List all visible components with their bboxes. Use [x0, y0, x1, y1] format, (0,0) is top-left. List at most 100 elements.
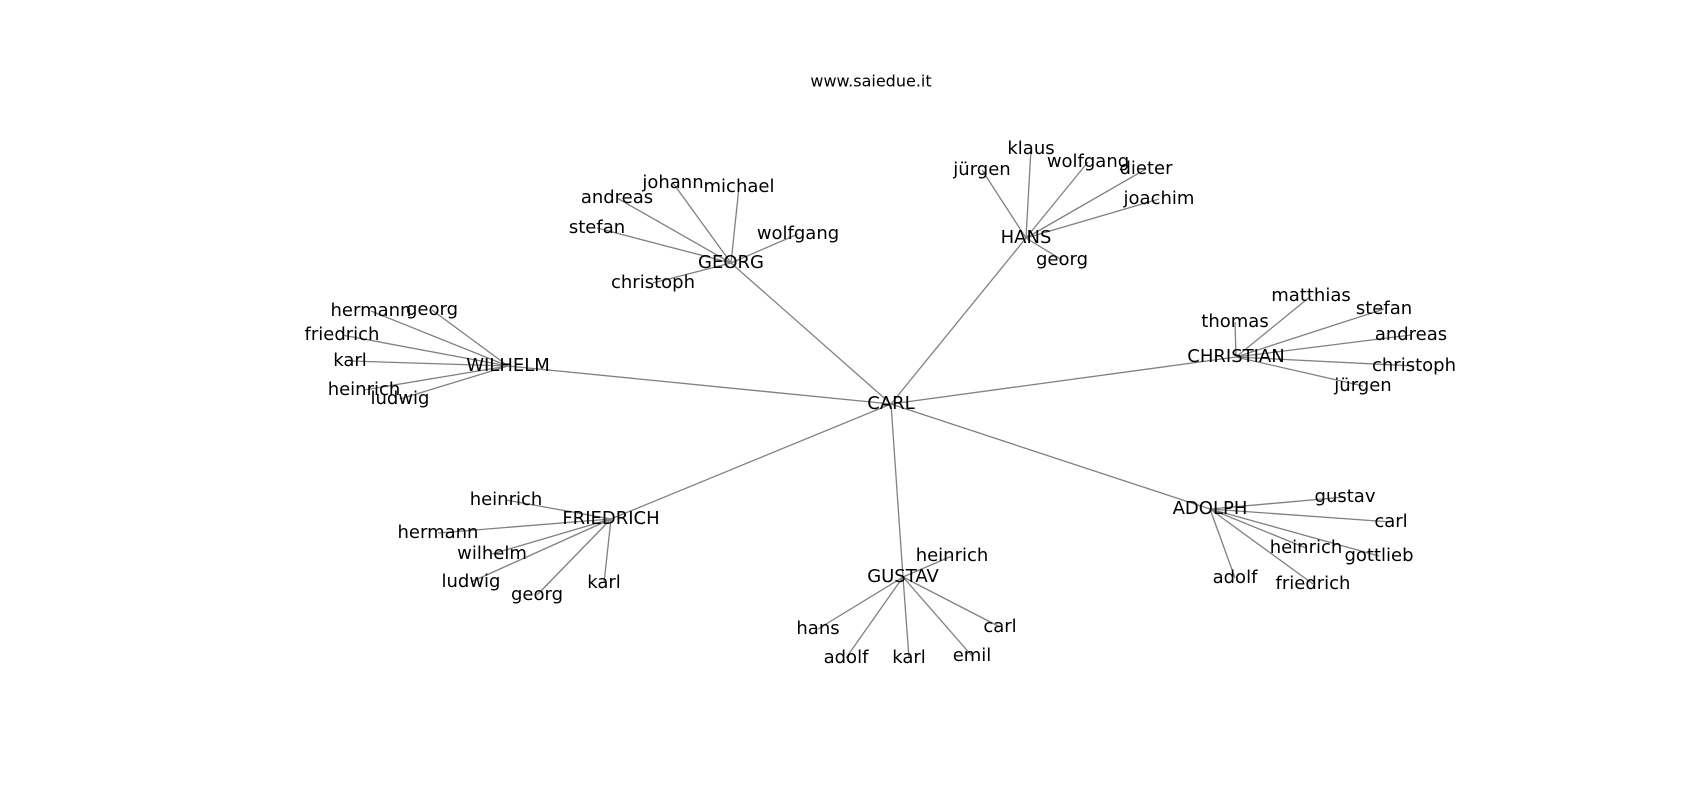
edge-root-georg	[730, 262, 892, 405]
edge-gustav-heinrich	[902, 555, 953, 578]
edge-friedrich-heinrich	[505, 499, 612, 520]
edge-gustav-emil	[902, 576, 973, 657]
leaf-node-label: stefan	[569, 217, 625, 238]
leaf-node-label: joachim	[1123, 188, 1195, 209]
edge-hans-georg	[1025, 237, 1063, 261]
edge-wilhelm-georg	[431, 309, 509, 367]
leaf-node-label: heinrich	[916, 545, 989, 566]
edge-friedrich-georg	[536, 518, 612, 596]
leaf-node-label: hans	[796, 618, 839, 639]
leaf-node-label: andreas	[581, 187, 653, 208]
leaf-node-label: christoph	[1372, 355, 1456, 376]
leaf-node-label: hermann	[331, 300, 412, 321]
edge-friedrich-ludwig	[470, 518, 612, 583]
edge-christian-christoph	[1235, 356, 1415, 367]
edge-adolph-adolf	[1209, 508, 1236, 579]
leaf-node-label: stefan	[1356, 298, 1412, 319]
leaf-node-label: georg	[1036, 249, 1088, 270]
group-node-label: GEORG	[698, 252, 764, 273]
leaf-node-label: friedrich	[305, 324, 380, 345]
leaf-node-label: emil	[953, 645, 992, 666]
root-node-label: CARL	[867, 393, 914, 414]
edge-wilhelm-ludwig	[399, 365, 509, 400]
group-node-label: FRIEDRICH	[562, 508, 659, 529]
edge-hans-klaus	[1025, 148, 1032, 239]
leaf-node-label: wilhelm	[457, 543, 527, 564]
leaf-node-label: carl	[983, 616, 1016, 637]
edge-adolph-gustav	[1209, 496, 1346, 510]
edge-friedrich-hermann	[437, 518, 612, 534]
leaf-node-label: ludwig	[442, 571, 501, 592]
edge-hans-jürgen	[981, 169, 1027, 239]
leaf-node-label: karl	[587, 572, 621, 593]
edge-christian-stefan	[1235, 308, 1385, 358]
edge-root-friedrich	[610, 403, 892, 520]
edge-georg-johann	[672, 182, 732, 264]
leaf-node-label: heinrich	[1270, 537, 1343, 558]
leaf-node-label: wolfgang	[757, 223, 839, 244]
edge-christian-jürgen	[1235, 356, 1364, 387]
leaf-node-label: heinrich	[470, 489, 543, 510]
edge-gustav-karl	[902, 576, 910, 659]
edge-christian-matthias	[1235, 295, 1312, 358]
edge-wilhelm-friedrich	[341, 334, 509, 367]
edge-adolph-heinrich	[1209, 508, 1307, 549]
edge-root-wilhelm	[507, 365, 892, 405]
edge-christian-andreas	[1235, 334, 1412, 358]
edge-georg-andreas	[616, 197, 732, 264]
edge-adolph-carl	[1209, 508, 1392, 523]
group-node-label: ADOLPH	[1173, 498, 1248, 519]
leaf-node-label: klaus	[1007, 138, 1054, 159]
edge-root-christian	[890, 356, 1237, 405]
edge-wilhelm-hermann	[370, 310, 509, 367]
leaf-node-label: ludwig	[371, 388, 430, 409]
leaf-node-label: jürgen	[1333, 375, 1391, 396]
edge-root-adolph	[890, 403, 1211, 510]
edge-georg-wolfgang	[730, 233, 799, 264]
leaf-node-label: carl	[1374, 511, 1407, 532]
group-node-label: CHRISTIAN	[1187, 346, 1284, 367]
leaf-node-label: georg	[406, 299, 458, 320]
leaf-node-label: karl	[892, 647, 926, 668]
group-node-label: WILHELM	[466, 355, 550, 376]
leaf-node-label: friedrich	[1276, 573, 1351, 594]
leaf-node-label: hermann	[398, 522, 479, 543]
edge-root-hans	[890, 237, 1027, 405]
edge-wilhelm-heinrich	[363, 365, 509, 391]
edge-adolph-friedrich	[1209, 508, 1314, 585]
leaf-node-label: michael	[704, 176, 775, 197]
leaf-node-label: adolf	[824, 647, 869, 668]
edge-gustav-hans	[817, 576, 904, 630]
leaf-node-label: christoph	[611, 272, 695, 293]
leaf-node-label: karl	[333, 350, 367, 371]
leaf-node-label: thomas	[1201, 311, 1268, 332]
leaf-node-label: wolfgang	[1047, 151, 1129, 172]
edge-hans-dieter	[1025, 168, 1147, 239]
edge-georg-christoph	[652, 262, 732, 284]
leaf-node-label: dieter	[1119, 158, 1173, 179]
group-node-label: GUSTAV	[867, 566, 939, 587]
edge-gustav-carl	[902, 576, 1001, 628]
group-node-label: HANS	[1001, 227, 1052, 248]
edge-gustav-adolf	[845, 576, 904, 659]
edge-friedrich-karl	[603, 518, 612, 584]
edge-adolph-gottlieb	[1209, 508, 1380, 557]
edge-hans-joachim	[1025, 198, 1160, 239]
leaf-node-label: gottlieb	[1344, 545, 1413, 566]
edge-georg-stefan	[596, 227, 732, 264]
edge-root-gustav	[890, 403, 904, 578]
leaf-node-label: adolf	[1213, 567, 1258, 588]
edges	[341, 148, 1415, 659]
edge-hans-wolfgang	[1025, 161, 1089, 239]
edge-wilhelm-karl	[349, 360, 509, 367]
leaf-node-label: gustav	[1315, 486, 1376, 507]
leaf-node-label: georg	[511, 584, 563, 605]
leaf-node-label: andreas	[1375, 324, 1447, 345]
edge-christian-thomas	[1234, 321, 1237, 358]
edge-friedrich-wilhelm	[491, 518, 612, 555]
diagram-title: www.saiedue.it	[810, 72, 931, 91]
leaf-node-label: jürgen	[952, 159, 1010, 180]
leaf-node-label: matthias	[1271, 285, 1351, 306]
